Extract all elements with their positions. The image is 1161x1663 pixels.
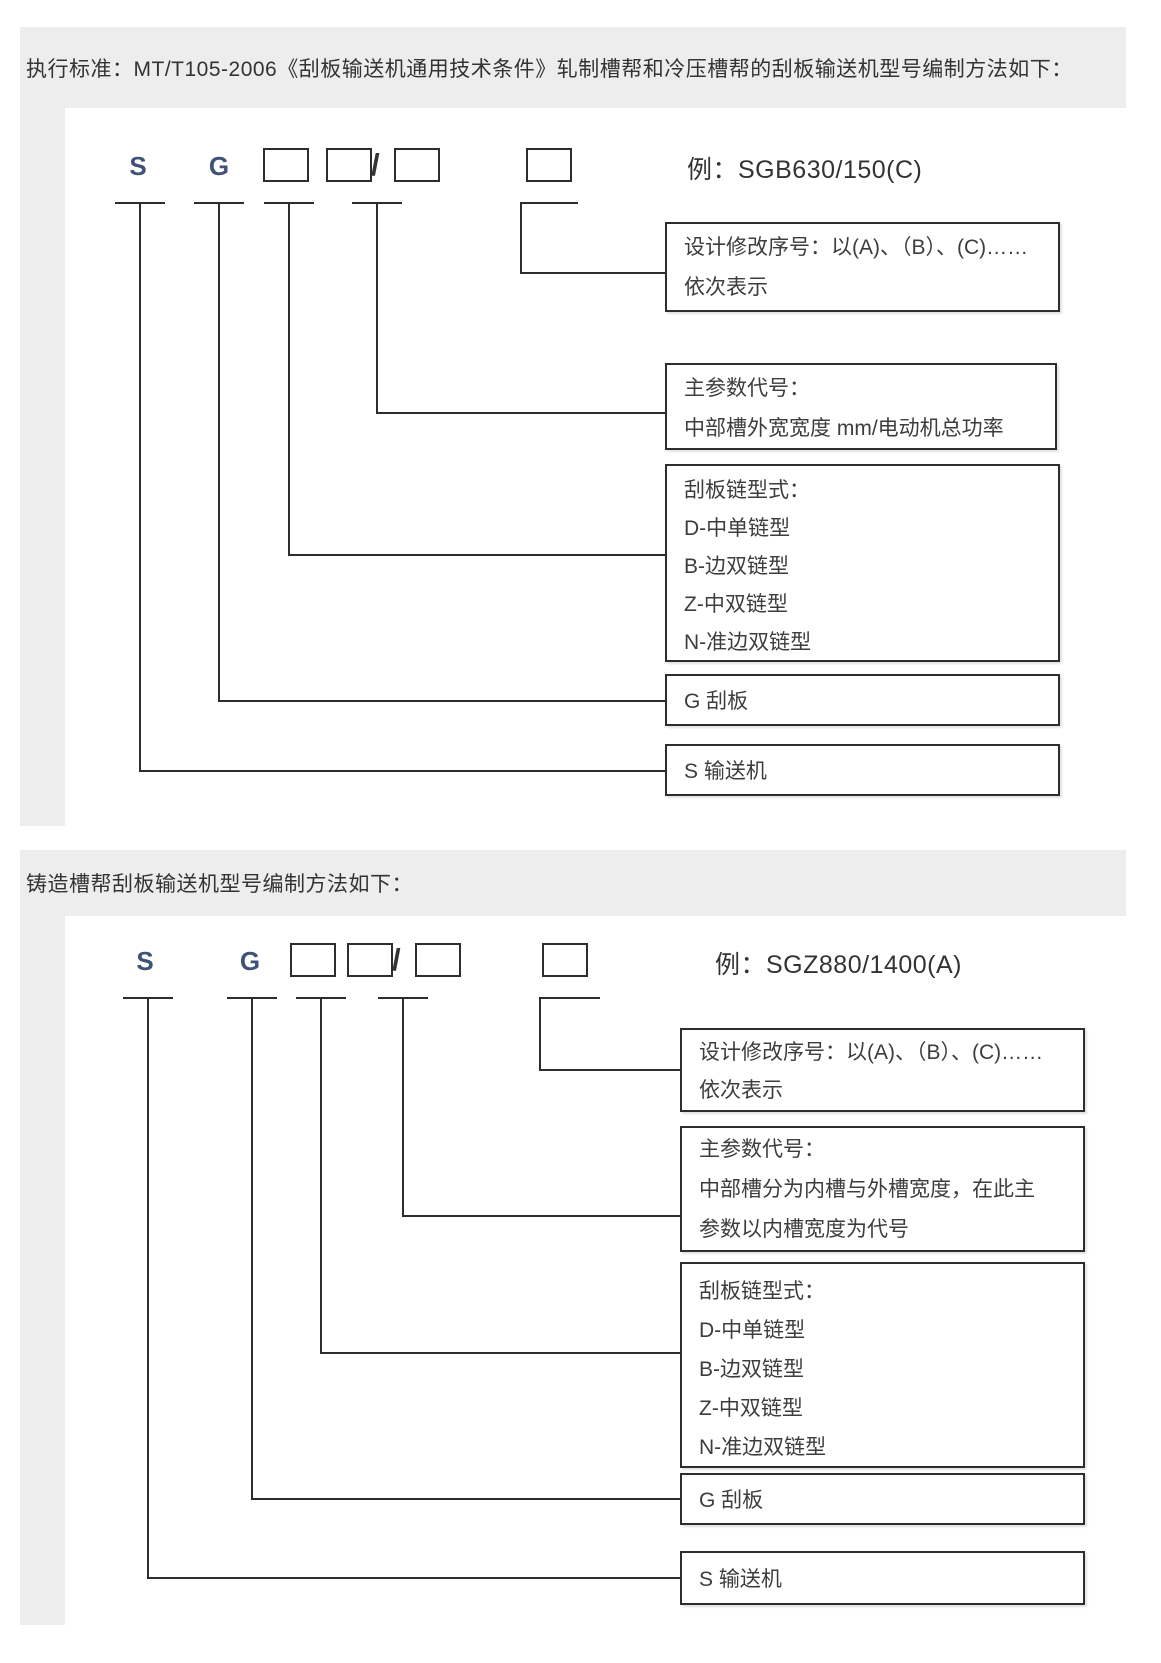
s2-example: 例：SGZ880/1400(A) (715, 951, 962, 979)
s1-digit-box-4 (526, 148, 572, 182)
s2-digit-box-3 (415, 943, 461, 977)
s2-main-param-line-2: 中部槽分为内槽与外槽宽度，在此主 (699, 1178, 1035, 1201)
s1-revision-box: 设计修改序号：以(A)、（B）、(C)…… 依次表示 (665, 222, 1060, 312)
s2-chain-line-5: N-准边双链型 (699, 1436, 827, 1459)
s2-slash: / (392, 942, 401, 977)
s1-chain-line-4: Z-中双链型 (684, 593, 788, 616)
s1-conveyor-label: S 输送机 (684, 760, 767, 783)
s2-code-letter-g: G (239, 946, 261, 976)
s2-conveyor-label: S 输送机 (699, 1568, 782, 1591)
s2-main-param-line-3: 参数以内槽宽度为代号 (699, 1218, 909, 1241)
s1-main-param-box: 主参数代号： 中部槽外宽宽度 mm/电动机总功率 (665, 363, 1057, 450)
s1-conveyor-box: S 输送机 (665, 744, 1060, 796)
s2-main-param-line-1: 主参数代号： (699, 1138, 825, 1161)
s2-digit-box-2 (347, 943, 393, 977)
s2-main-param-box: 主参数代号： 中部槽分为内槽与外槽宽度，在此主 参数以内槽宽度为代号 (680, 1126, 1085, 1252)
s2-conveyor-box: S 输送机 (680, 1551, 1085, 1605)
s1-revision-line-1: 设计修改序号：以(A)、（B）、(C)…… (684, 236, 1029, 259)
s2-chain-line-4: Z-中双链型 (699, 1397, 803, 1420)
s1-digit-box-1 (263, 148, 309, 182)
s2-chain-type-box: 刮板链型式： D-中单链型 B-边双链型 Z-中双链型 N-准边双链型 (680, 1262, 1085, 1468)
s2-chain-line-1: 刮板链型式： (699, 1280, 825, 1303)
s1-digit-box-2 (326, 148, 372, 182)
s1-chain-line-3: B-边双链型 (684, 555, 789, 578)
s1-digit-box-3 (394, 148, 440, 182)
s1-example: 例：SGB630/150(C) (687, 156, 923, 184)
s1-chain-line-1: 刮板链型式： (684, 479, 810, 502)
s2-digit-box-1 (290, 943, 336, 977)
s1-scraper-box: G 刮板 (665, 674, 1060, 726)
s2-revision-line-1: 设计修改序号：以(A)、（B）、(C)…… (699, 1041, 1044, 1064)
s1-scraper-label: G 刮板 (684, 690, 749, 713)
s2-code-letter-s: S (136, 946, 154, 976)
s1-slash: / (371, 147, 380, 182)
s1-chain-line-5: N-准边双链型 (684, 631, 812, 654)
s2-revision-box: 设计修改序号：以(A)、（B）、(C)…… 依次表示 (680, 1028, 1085, 1112)
s1-revision-line-2: 依次表示 (684, 276, 768, 299)
s1-code-letter-g: G (208, 151, 230, 181)
s2-chain-line-3: B-边双链型 (699, 1358, 804, 1381)
s1-chain-line-2: D-中单链型 (684, 517, 791, 540)
section-1-title: 执行标准：MT/T105-2006《刮板输送机通用技术条件》轧制槽帮和冷压槽帮的… (26, 57, 1073, 81)
s1-main-param-line-2: 中部槽外宽宽度 mm/电动机总功率 (684, 417, 1004, 440)
s2-chain-line-2: D-中单链型 (699, 1319, 806, 1342)
s2-scraper-box: G 刮板 (680, 1473, 1085, 1525)
s2-scraper-label: G 刮板 (699, 1489, 764, 1512)
s1-chain-type-box: 刮板链型式： D-中单链型 B-边双链型 Z-中双链型 N-准边双链型 (665, 464, 1060, 662)
s1-code-letter-s: S (129, 151, 147, 181)
s1-main-param-line-1: 主参数代号： (684, 377, 810, 400)
section-2-title: 铸造槽帮刮板输送机型号编制方法如下： (26, 873, 413, 896)
s2-digit-box-4 (542, 943, 588, 977)
s2-revision-line-2: 依次表示 (699, 1079, 783, 1102)
